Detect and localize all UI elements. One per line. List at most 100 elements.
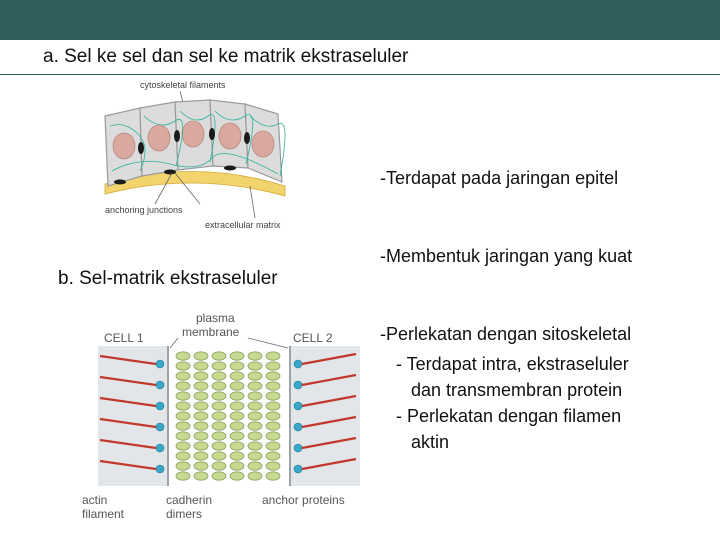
- cadherin-bead: [266, 412, 280, 420]
- cadherin-bead: [266, 382, 280, 390]
- cadherin-bead: [176, 372, 190, 380]
- figure-epithelial-junctions: cytoskeletal filaments anchoring: [100, 76, 315, 236]
- cadherin-bead: [266, 372, 280, 380]
- cadherin-bead: [230, 432, 244, 440]
- anchor-protein: [156, 423, 164, 431]
- cadherin-bead: [212, 452, 226, 460]
- cadherin-bead: [176, 442, 190, 450]
- anchor-protein: [294, 465, 302, 473]
- cadherin-bead: [248, 442, 262, 450]
- cadherin-bead: [230, 412, 244, 420]
- cadherin-bead: [194, 372, 208, 380]
- cadherin-bead: [266, 392, 280, 400]
- section-b-title: b. Sel-matrik ekstraseluler: [58, 266, 278, 292]
- anchor-protein: [294, 444, 302, 452]
- label-matrix: extracellular matrix: [205, 220, 281, 230]
- cadherin-bead: [194, 362, 208, 370]
- anchor-protein: [294, 381, 302, 389]
- cadherin-bead: [176, 392, 190, 400]
- cadherin-bead: [248, 352, 262, 360]
- cadherin-bead: [266, 422, 280, 430]
- cadherin-bead: [176, 452, 190, 460]
- section-a-title: a. Sel ke sel dan sel ke matrik ekstrase…: [0, 40, 720, 74]
- cadherin-bead: [248, 432, 262, 440]
- bullet-item: - Perlekatan dengan filamen: [396, 403, 716, 429]
- bullet-item: -Terdapat pada jaringan epitel: [380, 165, 632, 191]
- cadherin-bead: [194, 352, 208, 360]
- anchor-protein: [156, 465, 164, 473]
- cadherin-bead: [194, 402, 208, 410]
- label-actin: actin: [82, 493, 107, 507]
- cadherin-bead: [176, 362, 190, 370]
- cadherin-bead: [230, 422, 244, 430]
- cadherin-bead: [266, 432, 280, 440]
- cadherin-bead: [230, 462, 244, 470]
- bullet-item: -Perlekatan dengan sitoskeletal: [380, 321, 632, 347]
- label-cell-2: CELL 2: [293, 331, 333, 345]
- cadherin-bead: [266, 352, 280, 360]
- cadherin-bead: [194, 472, 208, 480]
- cadherin-bead: [194, 432, 208, 440]
- cadherin-bead: [212, 432, 226, 440]
- label-membrane: membrane: [182, 325, 240, 339]
- cadherin-bead: [230, 382, 244, 390]
- label-filament: filament: [82, 507, 125, 521]
- cadherin-bead: [212, 412, 226, 420]
- anchor-protein: [156, 444, 164, 452]
- cadherin-bead: [194, 452, 208, 460]
- cadherin-bead: [266, 472, 280, 480]
- label-plasma: plasma: [196, 311, 235, 325]
- cadherin-bead: [230, 352, 244, 360]
- anchor-protein: [156, 381, 164, 389]
- cadherin-bead: [194, 412, 208, 420]
- anchor-protein: [156, 402, 164, 410]
- cadherin-bead: [230, 372, 244, 380]
- cadherin-bead: [266, 442, 280, 450]
- cadherin-bead: [176, 422, 190, 430]
- cadherin-bead: [212, 422, 226, 430]
- cadherin-bead: [230, 472, 244, 480]
- cadherin-bead: [230, 402, 244, 410]
- cadherin-bead: [230, 452, 244, 460]
- cadherin-bead: [248, 402, 262, 410]
- cadherin-bead: [212, 382, 226, 390]
- section-b-bullets: - Terdapat intra, ekstraseluler dan tran…: [396, 351, 716, 455]
- bullet-item: -Membentuk jaringan yang kuat: [380, 243, 632, 269]
- label-anchoring: anchoring junctions: [105, 205, 183, 215]
- cadherin-bead: [194, 462, 208, 470]
- cadherin-bead: [176, 412, 190, 420]
- anchor-protein: [156, 360, 164, 368]
- cadherin-bead: [248, 472, 262, 480]
- cadherin-bead: [212, 392, 226, 400]
- cadherin-bead: [176, 432, 190, 440]
- cadherin-bead: [266, 362, 280, 370]
- cadherin-bead: [248, 422, 262, 430]
- label-cadherin: cadherin: [166, 493, 212, 507]
- cadherin-bead: [248, 462, 262, 470]
- label-cytoskeletal: cytoskeletal filaments: [140, 80, 226, 90]
- cadherin-bead: [230, 442, 244, 450]
- label-cell-1: CELL 1: [104, 331, 144, 345]
- bullet-item: aktin: [396, 429, 716, 455]
- cadherin-bead: [194, 392, 208, 400]
- label-anchor: anchor proteins: [262, 493, 345, 507]
- cadherin-bead: [266, 452, 280, 460]
- cadherin-bead: [176, 382, 190, 390]
- cadherin-bead: [212, 372, 226, 380]
- cadherin-bead: [176, 472, 190, 480]
- figure-cadherin-junction: CELL 1 CELL 2 plasma membrane actin fila…: [78, 308, 378, 530]
- cadherin-bead: [230, 392, 244, 400]
- label-dimers: dimers: [166, 507, 202, 521]
- cadherin-bead: [176, 462, 190, 470]
- cadherin-bead: [194, 422, 208, 430]
- cadherin-bead: [212, 442, 226, 450]
- bullet-item: - Terdapat intra, ekstraseluler: [396, 351, 716, 377]
- anchor-protein: [294, 360, 302, 368]
- cadherin-bead: [212, 402, 226, 410]
- cadherin-bead: [248, 372, 262, 380]
- cadherin-bead: [266, 402, 280, 410]
- cadherin-bead: [248, 412, 262, 420]
- cadherin-bead: [176, 402, 190, 410]
- cadherin-bead: [230, 362, 244, 370]
- cadherin-bead: [212, 352, 226, 360]
